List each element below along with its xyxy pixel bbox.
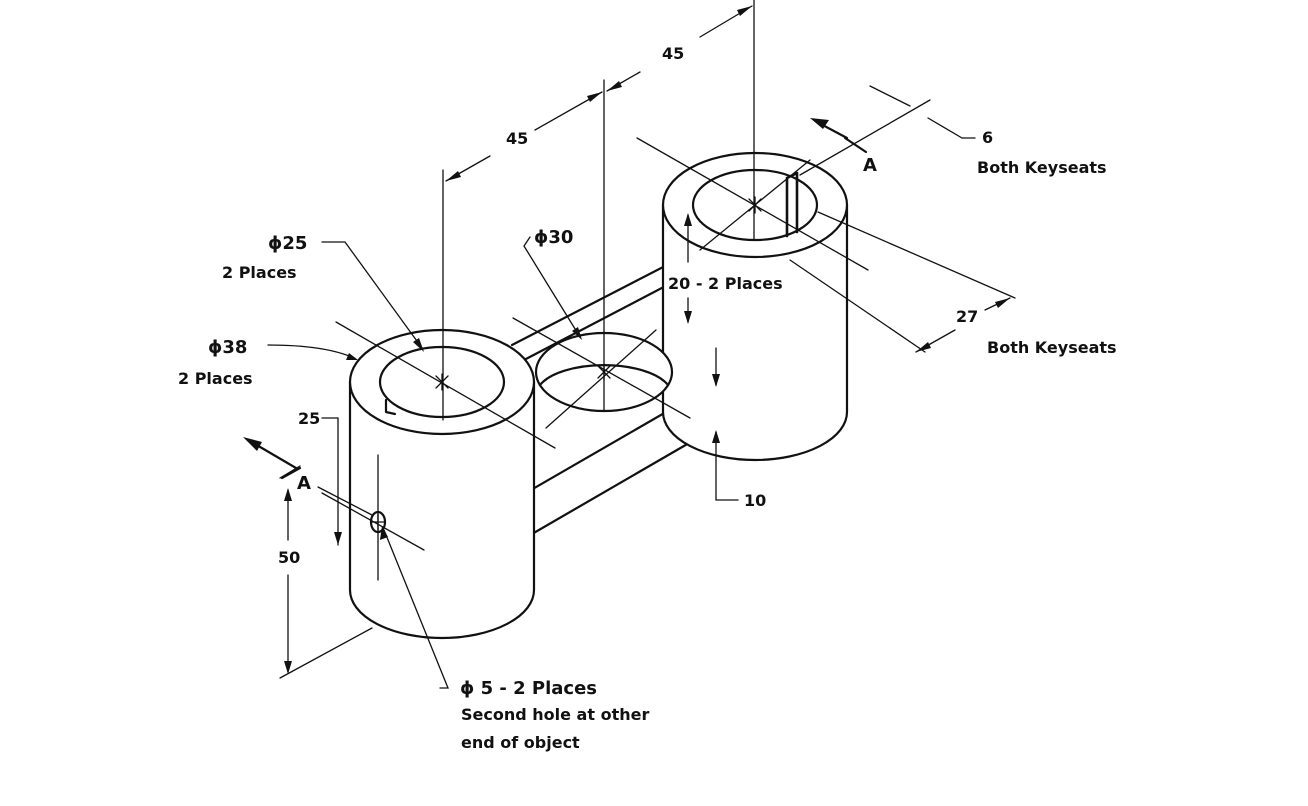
center-lines xyxy=(321,0,869,581)
hole-note-line-1: Second hole at other xyxy=(461,705,649,724)
dim-20-label: 20 - 2 Places xyxy=(668,274,783,293)
keyseats-note-2: Both Keyseats xyxy=(987,338,1117,357)
dia-25-places: 2 Places xyxy=(222,263,297,282)
dim-6-label: 6 xyxy=(982,128,993,147)
hole-note-line-2: end of object xyxy=(461,733,580,752)
section-a-right: A xyxy=(863,155,877,176)
dim-10-label: 10 xyxy=(744,491,766,510)
section-a-left: A xyxy=(297,473,311,494)
dim-25-label: 25 xyxy=(298,409,320,428)
dia-38-places: 2 Places xyxy=(178,369,253,388)
dim-27-label: 27 xyxy=(956,307,978,326)
dim-45-top: 45 xyxy=(662,44,684,63)
right-cylinder xyxy=(661,151,849,462)
dim-50-label: 50 xyxy=(278,548,300,567)
leader-lines xyxy=(267,236,582,689)
hole-dia-label: ϕ 5 - 2 Places xyxy=(460,678,597,699)
keyseats-note-1: Both Keyseats xyxy=(977,158,1107,177)
section-line xyxy=(243,99,931,480)
dimension-lines xyxy=(279,5,1016,679)
dim-45-mid: 45 xyxy=(506,129,528,148)
dia-30-label: ϕ30 xyxy=(534,227,573,248)
keyseat-left xyxy=(384,398,397,416)
annotations: 45 45 ϕ25 2 Places ϕ30 ϕ38 2 Places 20 -… xyxy=(178,44,1117,752)
dia-38-label: ϕ38 xyxy=(208,337,247,358)
dia-25-label: ϕ25 xyxy=(268,233,307,254)
